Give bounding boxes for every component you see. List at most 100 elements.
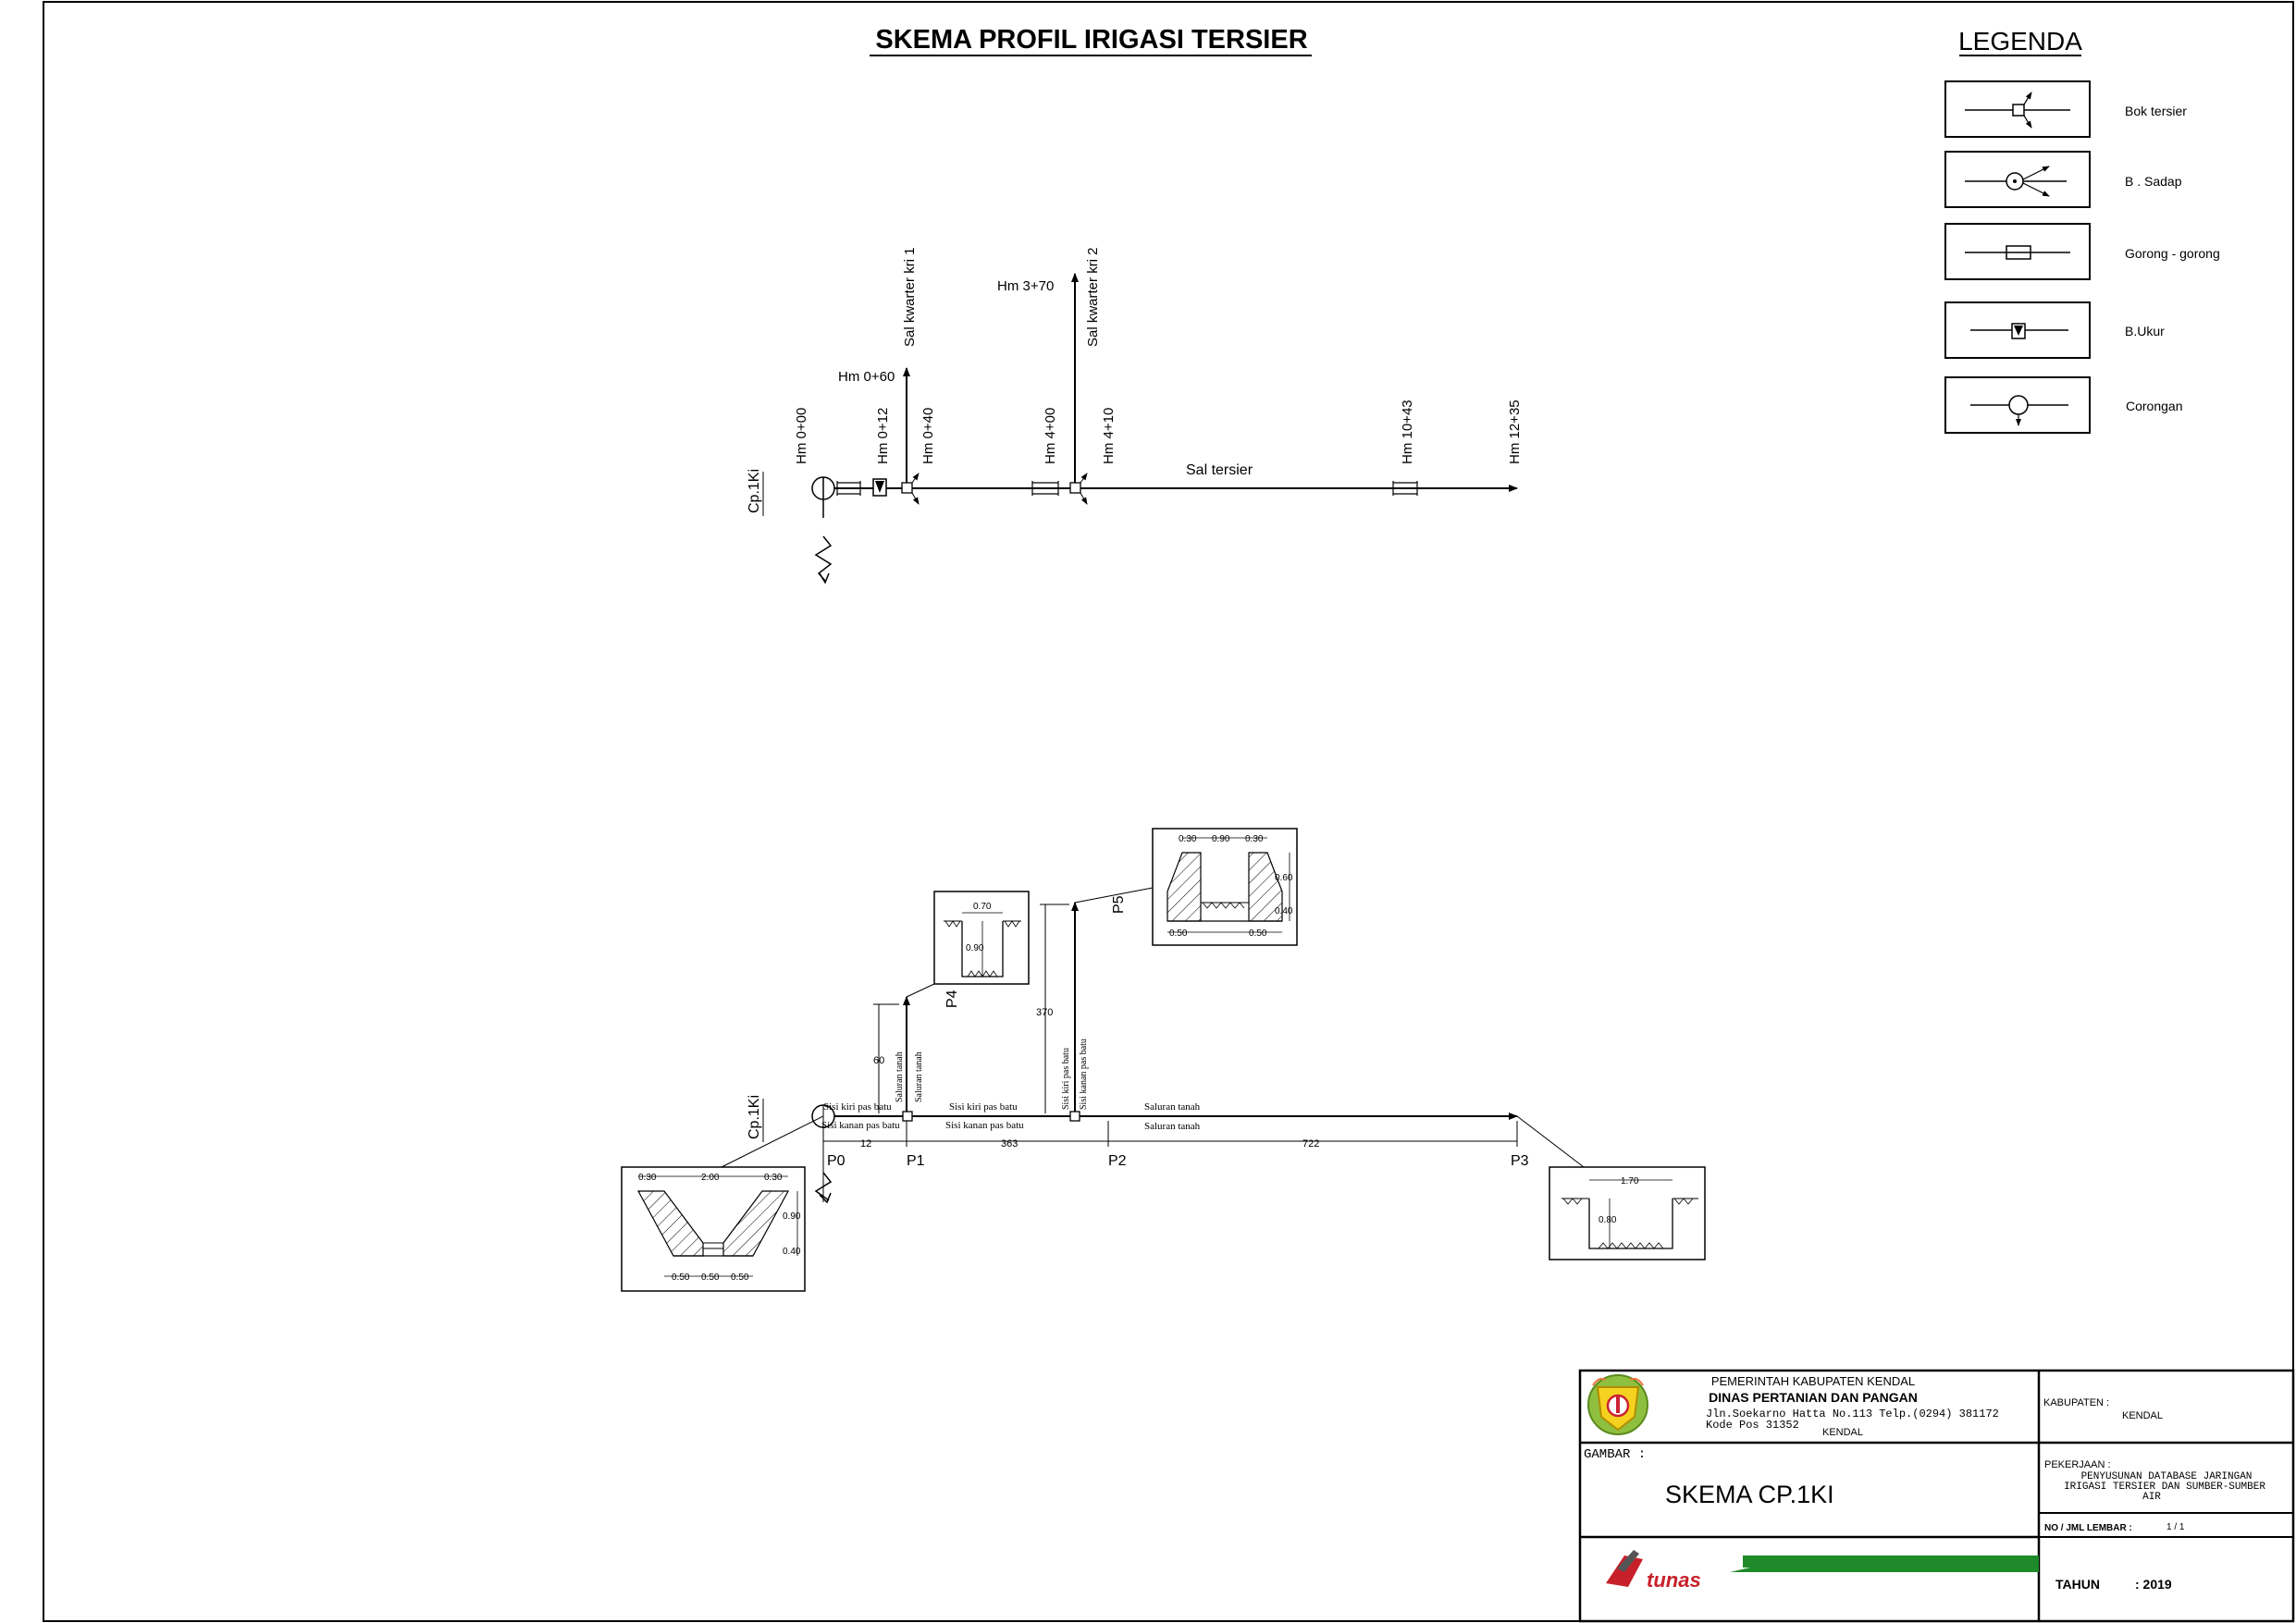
dimension-label: 0.50 — [672, 1273, 690, 1283]
pekerjaan-line: IRIGASI TERSIER DAN SUMBER-SUMBER — [2064, 1482, 2265, 1493]
dimension-label: 0.40 — [1275, 906, 1293, 916]
drawing-title: SKEMA PROFIL IRIGASI TERSIER — [875, 25, 1307, 55]
lembar-label: NO / JML LEMBAR : — [2044, 1523, 2132, 1533]
legend: LEGENDA Bok tersier B . Sadap — [1944, 27, 2220, 434]
legend-title: LEGENDA — [1958, 27, 2082, 55]
branch-channel-label: Sisi kanan pas batu — [1079, 1039, 1089, 1110]
dimension-label: 0.50 — [1249, 928, 1267, 939]
culvert-icon — [1392, 481, 1418, 496]
cross-section-p4: 0.70 0.90 — [933, 891, 1030, 985]
dimension-label: 0.40 — [783, 1247, 801, 1257]
cross-section-p5: 0.30 0.90 0.30 0.60 0.40 0.50 0.50 — [1152, 828, 1298, 946]
branch-channel-label: Sisi kiri pas batu — [1061, 1048, 1071, 1110]
gambar-label: GAMBAR : — [1584, 1447, 1646, 1462]
dimension-label: 2.00 — [701, 1173, 720, 1183]
distance-label: 363 — [1001, 1138, 1018, 1150]
channel-label: Saluran tanah — [1144, 1121, 1201, 1132]
address: Jln.Soekarno Hatta No.113 Telp.(0294) 38… — [1706, 1408, 1999, 1420]
gov-name: PEMERINTAH KABUPATEN KENDAL — [1711, 1374, 1915, 1388]
dimension-label: 1.70 — [1621, 1176, 1639, 1187]
legend-item-sadap: B . Sadap — [1944, 151, 2182, 208]
dimension-label: 0.90 — [783, 1211, 801, 1222]
lembar-value: 1 / 1 — [2166, 1522, 2185, 1532]
branch-channel-label: Saluran tanah — [914, 1051, 924, 1102]
pekerjaan-label: PEKERJAAN : — [2044, 1459, 2111, 1470]
gorong-gorong-icon — [1965, 245, 2070, 260]
channel-label: Sisi kanan pas batu — [821, 1120, 900, 1131]
sheet-border — [43, 1, 2294, 1622]
node-p2-icon — [1069, 1111, 1080, 1122]
branch1-hm: Hm 0+60 — [838, 369, 895, 385]
point-label: P4 — [944, 990, 960, 1008]
hm-label: Hm 10+43 — [1400, 400, 1415, 464]
point-label: P1 — [907, 1153, 925, 1169]
hm-label: Hm 4+10 — [1101, 408, 1117, 464]
channel-label: Saluran tanah — [1144, 1101, 1201, 1113]
kabupaten-label: KABUPATEN : — [2043, 1397, 2109, 1408]
culvert-icon — [1031, 481, 1059, 496]
branch-channel-label: Saluran tanah — [895, 1051, 905, 1102]
legend-label: Corongan — [2126, 399, 2183, 413]
corongan-icon — [1970, 395, 2068, 426]
dimension-label: 0.50 — [701, 1273, 720, 1283]
branch2-hm: Hm 3+70 — [997, 278, 1054, 294]
hm-label: Hm 0+40 — [920, 408, 936, 464]
bok-tersier-icon — [1965, 92, 2070, 129]
channel-profile: Cp.1Ki 60 370 Saluran tanah Saluran tana… — [621, 828, 1706, 1292]
channel-label: Sisi kanan pas batu — [945, 1120, 1024, 1131]
legend-item-corongan: Corongan — [1944, 376, 2183, 434]
tahun-label: TAHUN — [2055, 1577, 2100, 1592]
branch1-name: Sal kwarter kri 1 — [902, 247, 918, 347]
legend-item-gorong: Gorong - gorong — [1944, 223, 2220, 280]
legend-label: Gorong - gorong — [2125, 246, 2220, 261]
point-label: P0 — [827, 1153, 846, 1169]
pekerjaan-line: AIR — [2142, 1492, 2161, 1503]
main-channel-label: Sal tersier — [1186, 462, 1253, 478]
branch-length: 370 — [1036, 1007, 1053, 1018]
channel-label: Sisi kiri pas batu — [949, 1101, 1018, 1113]
point-label: P5 — [1111, 895, 1127, 914]
legend-label: Bok tersier — [2125, 104, 2187, 118]
pekerjaan-line: PENYUSUNAN DATABASE JARINGAN — [2081, 1471, 2253, 1482]
dimension-label: 0.30 — [1179, 834, 1197, 844]
branch-length: 60 — [873, 1055, 884, 1066]
title-block: PEMERINTAH KABUPATEN KENDAL DINAS PERTAN… — [1578, 1369, 2295, 1623]
dimension-label: 0.90 — [966, 943, 984, 953]
hm-label: Hm 12+35 — [1507, 400, 1523, 464]
kabupaten-value: KENDAL — [2122, 1410, 2163, 1421]
legend-label: B . Sadap — [2125, 174, 2182, 189]
dimension-label: 0.60 — [1275, 873, 1293, 883]
kendal-logo — [1587, 1374, 1648, 1435]
branch2-name: Sal kwarter kri 2 — [1085, 247, 1101, 347]
dimension-label: 0.50 — [731, 1273, 749, 1283]
point-label: P2 — [1108, 1153, 1127, 1169]
profile-source-label: Cp.1Ki — [747, 1095, 762, 1139]
city: KENDAL — [1822, 1427, 1863, 1438]
dimension-label: 0.90 — [1212, 834, 1230, 844]
culvert-icon — [836, 481, 861, 496]
dimension-label: 0.70 — [973, 902, 992, 912]
hm-label: Hm 4+00 — [1043, 408, 1058, 464]
cross-section-p3: 1.70 0.80 — [1549, 1166, 1706, 1260]
dimension-label: 0.30 — [764, 1173, 783, 1183]
distance-label: 722 — [1302, 1138, 1319, 1150]
company-logo-text: tunas — [1647, 1568, 1701, 1592]
postcode: Kode Pos 31352 — [1706, 1419, 1799, 1432]
dept-name: DINAS PERTANIAN DAN PANGAN — [1709, 1390, 1918, 1405]
cross-section-p0: 0.30 2.00 0.30 0.90 0.40 0.50 0.50 0.50 — [621, 1166, 806, 1292]
dimension-label: 0.30 — [1245, 834, 1264, 844]
gambar-value: SKEMA CP.1KI — [1665, 1481, 1834, 1508]
dimension-label: 0.30 — [638, 1173, 657, 1183]
legend-item-bok-tersier: Bok tersier — [1944, 80, 2187, 138]
bangunan-sadap-icon — [1965, 166, 2067, 197]
node-p1-icon — [902, 1111, 913, 1122]
hm-label: Hm 0+12 — [875, 408, 891, 464]
irrigation-schema: Cp.1Ki Sal kwarter kri 1 Hm 0+60 — [747, 247, 1523, 584]
dimension-label: 0.80 — [1599, 1215, 1617, 1225]
bangunan-ukur-icon — [872, 478, 887, 497]
tunas-logo: tunas — [1606, 1550, 2039, 1592]
legend-label: B.Ukur — [2125, 324, 2165, 338]
profile-flow-icon — [814, 1172, 833, 1201]
bangunan-ukur-icon — [1970, 323, 2068, 339]
